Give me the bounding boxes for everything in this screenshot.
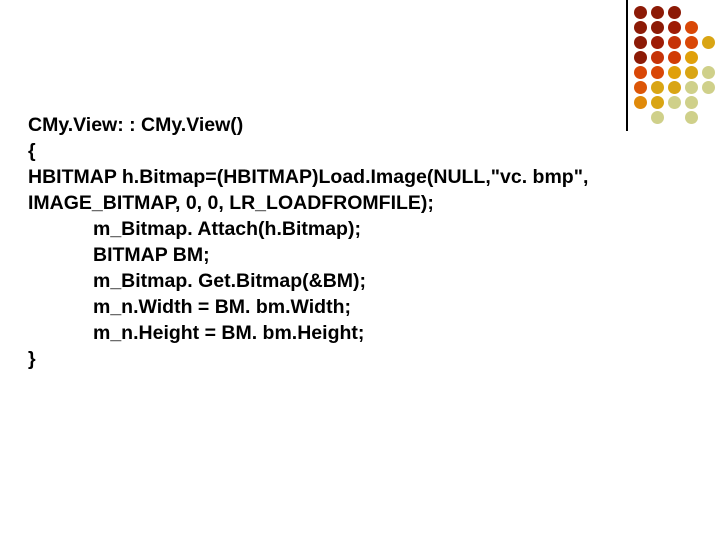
motif-dot	[685, 36, 698, 49]
motif-dot	[651, 111, 664, 124]
motif-dot	[634, 66, 647, 79]
motif-dot	[668, 96, 681, 109]
motif-dot	[668, 21, 681, 34]
code-line: m_Bitmap. Get.Bitmap(&BM);	[93, 270, 367, 292]
code-listing: CMy.View: : CMy.View() { HBITMAP h.Bitmap=…	[28, 112, 718, 372]
code-line: m_Bitmap. Attach(h.Bitmap);	[93, 218, 361, 240]
motif-dot	[651, 96, 664, 109]
code-line: }	[28, 348, 36, 370]
motif-dot	[668, 36, 681, 49]
motif-dot	[651, 6, 664, 19]
motif-dot	[634, 21, 647, 34]
vertical-rule-decoration	[626, 0, 628, 131]
motif-dot	[668, 6, 681, 19]
motif-dot	[651, 21, 664, 34]
motif-dot	[685, 21, 698, 34]
motif-dot	[702, 36, 715, 49]
motif-dot	[685, 81, 698, 94]
motif-dot	[651, 66, 664, 79]
dot-grid-decoration	[634, 6, 720, 126]
code-line: {	[28, 140, 36, 162]
motif-dot	[651, 51, 664, 64]
code-line: m_n.Width = BM. bm.Width;	[93, 296, 351, 318]
motif-dot	[651, 81, 664, 94]
code-line: CMy.View: : CMy.View()	[28, 114, 244, 136]
code-line: m_n.Height = BM. bm.Height;	[93, 322, 365, 344]
motif-dot	[634, 96, 647, 109]
motif-dot	[634, 6, 647, 19]
motif-dot	[685, 51, 698, 64]
code-line: IMAGE_BITMAP, 0, 0, LR_LOADFROMFILE);	[28, 192, 434, 214]
motif-dot	[702, 66, 715, 79]
motif-dot	[651, 36, 664, 49]
motif-dot	[668, 81, 681, 94]
motif-dot	[668, 51, 681, 64]
motif-dot	[634, 51, 647, 64]
motif-dot	[634, 36, 647, 49]
code-line: HBITMAP h.Bitmap=(HBITMAP)Load.Image(NUL…	[28, 166, 589, 188]
motif-dot	[702, 81, 715, 94]
motif-dot	[685, 111, 698, 124]
motif-dot	[634, 81, 647, 94]
motif-dot	[685, 66, 698, 79]
motif-dot	[685, 96, 698, 109]
code-line: BITMAP BM;	[93, 244, 210, 266]
motif-dot	[668, 66, 681, 79]
